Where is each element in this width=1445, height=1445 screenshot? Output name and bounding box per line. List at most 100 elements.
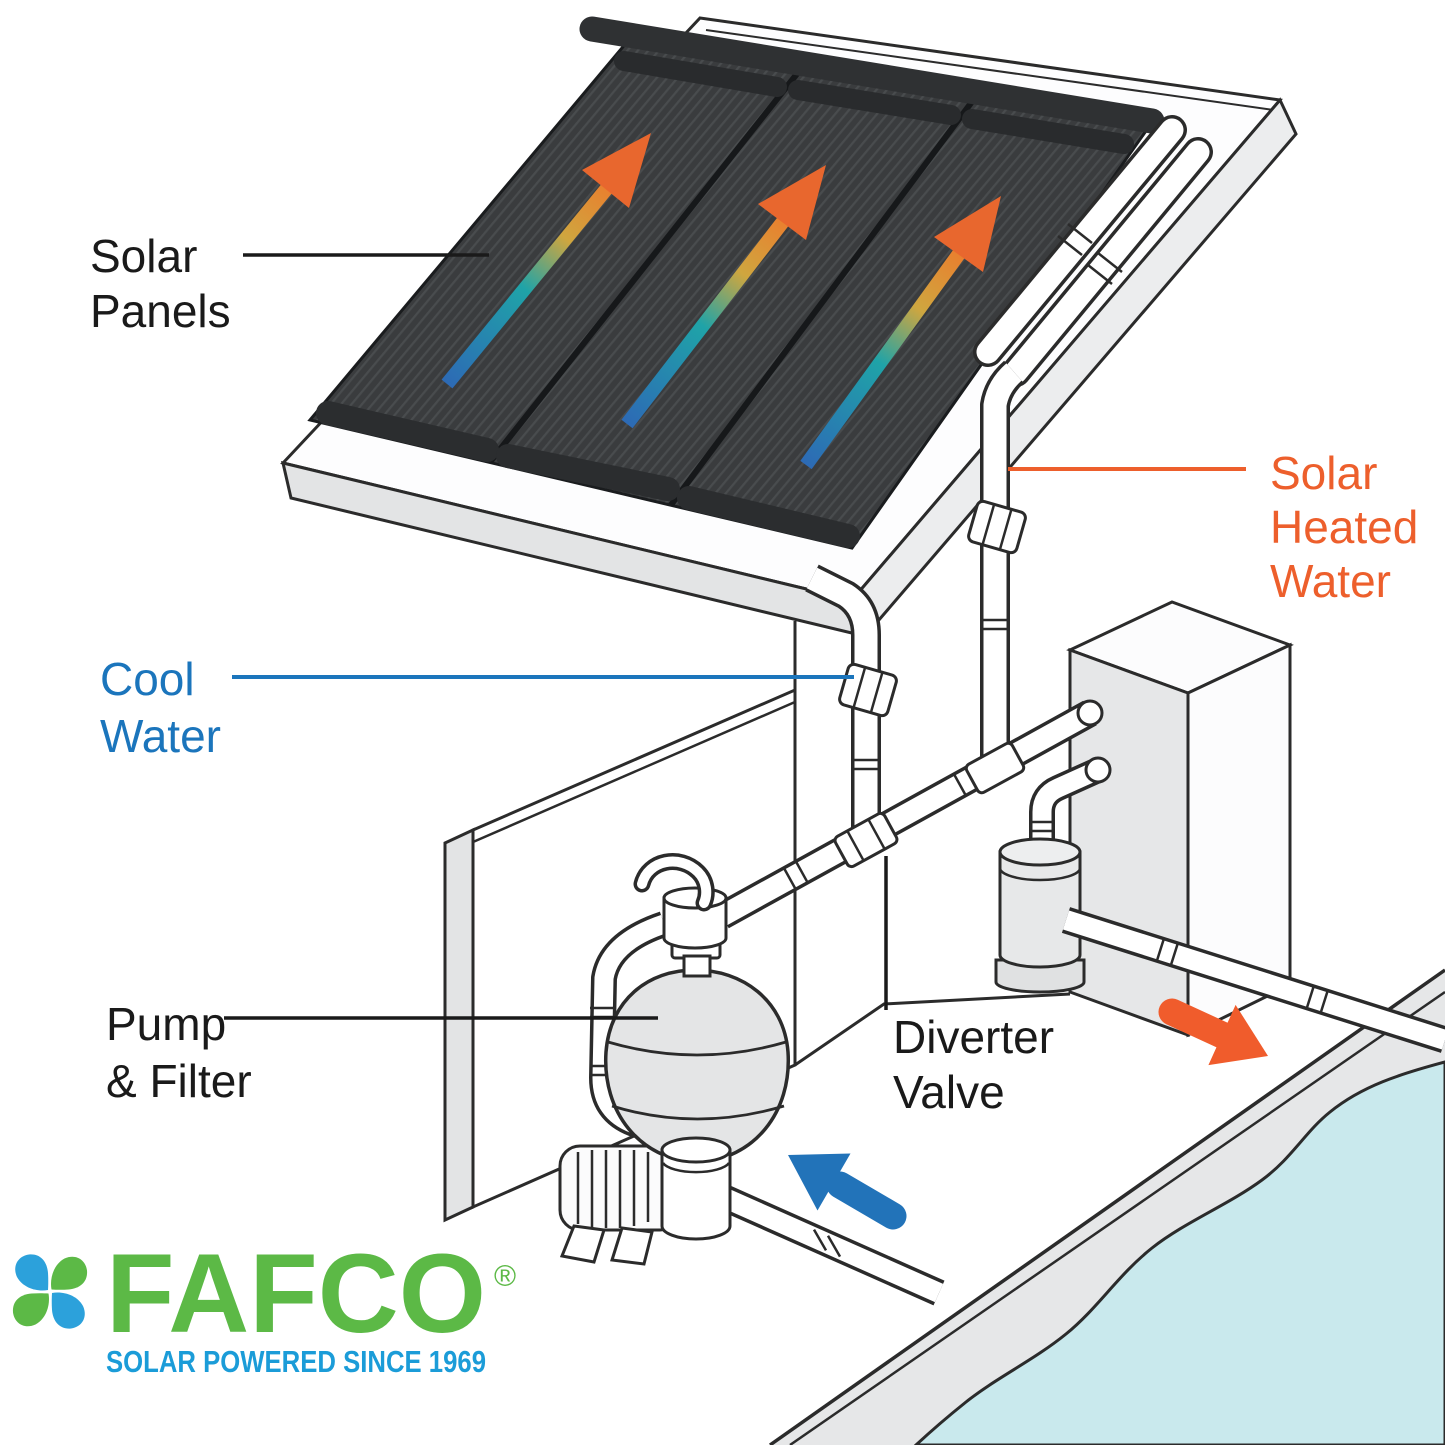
valve-neck [682,954,712,978]
panel-header-tube-1 [614,51,787,97]
filter-tank-band [611,1104,785,1121]
label-text: Solar [1270,447,1377,499]
tank-rim-line [998,867,1082,882]
fence-top-rail-line [472,700,796,844]
pump-head-lid [660,1136,732,1164]
orange-arrow-head [1208,1004,1268,1066]
panel-flow-arrow [800,196,1001,470]
motor-foot [610,1226,654,1266]
logo-drop-bottom-left [12,1293,49,1327]
pipe-end-flange [1084,756,1112,784]
pipe-couplings [782,766,980,892]
valve-top [662,886,728,910]
panel-flow-arrow [621,165,826,429]
pump-head-lid-line [661,1162,731,1174]
arrow-head [582,133,651,208]
panel-header-tube-2 [788,80,961,125]
flow-arrow-from-pool [788,1153,907,1230]
blue-arrow-shaft [826,1171,907,1230]
motor-fins [576,1150,650,1228]
pool-deck-outer-edge [768,968,1445,1445]
arrow-head [934,196,1001,272]
pool-suction-pipe [710,1181,945,1306]
pool-return-pipe [1061,907,1445,1053]
tank-top [998,837,1082,867]
label-pump-filter: Pump & Filter [106,998,252,1107]
label-text: Diverter [893,1011,1054,1063]
filter-tank-band [607,1040,787,1057]
riser-pipe [806,567,878,845]
panel-header-tube-3 [962,109,1134,154]
label-solar-heated-water: Solar Heated Water [1270,447,1418,607]
tank-skirt [994,958,1086,994]
fafco-tagline: SOLAR POWERED SINCE 1969 [106,1344,486,1379]
panel-top-rail [579,16,1165,134]
suction-pipe [711,1184,944,1303]
pipe-tee-fitting [964,741,1026,795]
logo-drop-top-right [51,1256,88,1290]
label-diverter-valve: Diverter Valve [893,1011,1054,1118]
valve-handle [637,856,712,908]
label-text: Heated [1270,501,1418,553]
fafco-registered-mark: ® [494,1260,516,1293]
fence-end-cap [443,827,475,1223]
label-text: Valve [893,1066,1005,1118]
pipe-runs [715,360,1112,929]
panel-manifold-tube-2 [496,444,680,501]
floor-line [794,992,1071,1067]
arrow-head [758,165,826,240]
panel-divider-2 [668,97,977,507]
pump-head-body [660,1148,732,1241]
panel-flow-arrows [441,133,1001,470]
roof-manifold-pipes [973,115,1213,387]
arrow-shaft [800,246,967,470]
fafco-brand-text: FAFCO [106,1231,486,1356]
label-solar-panels: Solar Panels [90,230,231,337]
flow-arrow-to-pool [1158,998,1268,1066]
roof-assembly [280,16,1298,638]
panel-divider-1 [487,68,803,464]
blue-arrow-head [788,1153,851,1211]
panel-manifold-tube-3 [677,486,860,548]
pipe-union-fitting [838,662,898,718]
valve-body [662,896,728,950]
pool-deck-inner-edge [789,990,1445,1445]
tank-body [998,850,1082,969]
text-labels: Solar Panels Solar Heated Water Cool Wat… [90,230,1418,1118]
label-text: Pump [106,998,226,1050]
panel-manifold-tube-1 [316,401,499,462]
label-cool-water: Cool Water [100,653,221,762]
heater-to-tank-pipe [1032,761,1102,850]
filter-tank-body [604,968,790,1164]
label-text: Water [100,710,221,762]
logo-drop-bottom-right [51,1292,85,1329]
label-text: Cool [100,653,195,705]
return-pipe [1062,910,1445,1050]
pump-motor [558,1144,682,1266]
pool [768,968,1445,1445]
pool-water [913,1060,1445,1445]
wall-pipe-run [716,703,1096,926]
fafco-logo-mark [12,1254,88,1329]
roof-ridge-line [705,29,1275,111]
diverter-valve-fitting [833,811,899,869]
filter-tank [604,968,790,1164]
fafco-logo: FAFCO ® SOLAR POWERED SINCE 1969 [12,1231,516,1379]
pipe-couplings [1057,223,1123,285]
riser-pipe [983,363,1022,766]
label-text: & Filter [106,1055,252,1107]
heated-water-return-pipe [964,360,1027,795]
pipe-end-flange [1076,699,1104,727]
motor-foot [559,1224,606,1264]
auxiliary-tank [994,837,1086,994]
pipe-union-fitting [967,499,1027,555]
multiport-valve [633,853,728,978]
logo-drop-top-left [15,1254,49,1291]
pump-head [660,1136,732,1241]
arrow-shaft [621,214,791,429]
label-text: Panels [90,285,231,337]
roof-pipe-inner [1004,140,1210,384]
label-text: Water [1270,555,1391,607]
